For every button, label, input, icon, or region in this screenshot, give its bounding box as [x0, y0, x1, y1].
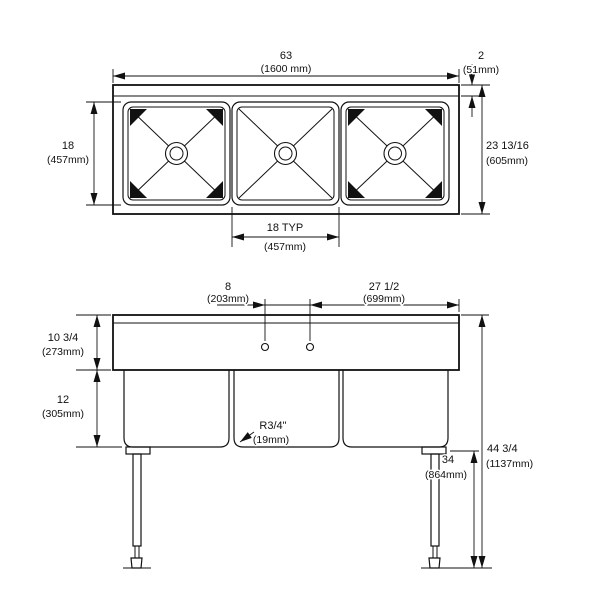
- dim-bowl-front-to-back: 18 (457mm): [45, 101, 121, 206]
- foot-stem: [432, 545, 438, 559]
- dim-floor-to-underside-in: 34: [442, 454, 454, 466]
- dim-corner-radius-mm: (19mm): [253, 434, 289, 446]
- dim-faucet-to-right-edge-in: 27 1/2: [369, 281, 400, 293]
- bowl-plan-2: [231, 101, 340, 206]
- bowl-plan-3: [340, 101, 450, 206]
- dim-overall-height: 44 3/4 (1137mm): [461, 314, 535, 568]
- corner-gusset: [130, 109, 147, 126]
- drain-circle: [273, 141, 298, 166]
- faucet-hole-right: [305, 342, 315, 352]
- dim-overall-front-to-back-mm: (605mm): [486, 155, 528, 167]
- dim-bowl-front-to-back-mm: (457mm): [47, 154, 89, 166]
- dim-faucet-to-right-edge: 27 1/2 (699mm): [310, 280, 460, 312]
- corner-gusset: [425, 181, 442, 198]
- dim-overall-width-in: 63: [280, 50, 292, 62]
- drain-circle-inner: [169, 146, 184, 161]
- drain-circle-inner: [278, 146, 293, 161]
- corner-gusset: [206, 109, 223, 126]
- dim-rim-height-in: 10 3/4: [48, 332, 79, 344]
- dim-corner-radius: R3/4" (19mm): [239, 419, 291, 448]
- leg-bracket-left: [125, 446, 151, 455]
- leg-left: [130, 453, 143, 569]
- dim-bowl-width: 18 TYP (457mm): [231, 207, 340, 255]
- bowl-front-1: [123, 370, 230, 448]
- dim-faucet-hole-spacing-mm: (203mm): [207, 293, 249, 305]
- adjustable-foot: [130, 557, 143, 569]
- dim-faucet-hole-spacing: 8 (203mm): [205, 280, 311, 341]
- foot-stem: [134, 545, 140, 559]
- bowl-front-3: [342, 370, 449, 448]
- top-view: [112, 84, 460, 215]
- dim-bowl-front-to-back-in: 18: [62, 140, 74, 152]
- dim-faucet-to-right-edge-mm: (699mm): [363, 293, 405, 305]
- dim-corner-radius-in: R3/4": [259, 420, 286, 432]
- front-view: [112, 314, 492, 569]
- corner-gusset: [130, 181, 147, 198]
- dim-overall-front-to-back-in: 23 13/16: [486, 140, 529, 152]
- adjustable-foot: [428, 557, 441, 569]
- dim-bowl-depth: 12 (305mm): [40, 370, 122, 448]
- dim-faucet-hole-spacing-in: 8: [225, 281, 231, 293]
- dim-bowl-width-in: 18 TYP: [267, 222, 304, 234]
- rim-front-outline: [112, 314, 460, 371]
- dim-overall-height-mm: (1137mm): [486, 458, 533, 470]
- dim-rim-height: 10 3/4 (273mm): [40, 314, 111, 371]
- corner-gusset: [425, 109, 442, 126]
- dim-floor-to-underside: 34 (864mm): [423, 450, 479, 568]
- bowl-front-2: [233, 370, 340, 448]
- dim-overall-front-to-back: 23 13/16 (605mm): [461, 85, 530, 215]
- dim-bowl-depth-in: 12: [57, 394, 69, 406]
- dim-bowl-width-mm: (457mm): [264, 241, 306, 253]
- leg-bracket-right: [421, 446, 447, 455]
- dim-rear-ledge: 2 (51mm): [461, 49, 501, 117]
- corner-gusset: [206, 181, 223, 198]
- dim-bowl-depth-mm: (305mm): [42, 408, 84, 420]
- dim-overall-width-mm: (1600 mm): [261, 63, 312, 75]
- corner-gusset: [348, 109, 365, 126]
- sink-plan-outline: [112, 84, 460, 215]
- dim-overall-height-in: 44 3/4: [487, 443, 518, 455]
- drain-circle-inner: [388, 146, 402, 161]
- dim-overall-width: 63 (1600 mm): [112, 49, 460, 83]
- dim-floor-to-underside-mm: (864mm): [425, 469, 467, 481]
- dim-rear-ledge-mm: (51mm): [463, 64, 499, 76]
- dim-rim-height-mm: (273mm): [42, 346, 84, 358]
- dim-rear-ledge-in: 2: [478, 50, 484, 62]
- drain-circle: [164, 141, 189, 166]
- drain-circle: [383, 141, 407, 166]
- faucet-hole-left: [260, 342, 270, 352]
- corner-gusset: [348, 181, 365, 198]
- bowl-plan-1: [122, 101, 231, 206]
